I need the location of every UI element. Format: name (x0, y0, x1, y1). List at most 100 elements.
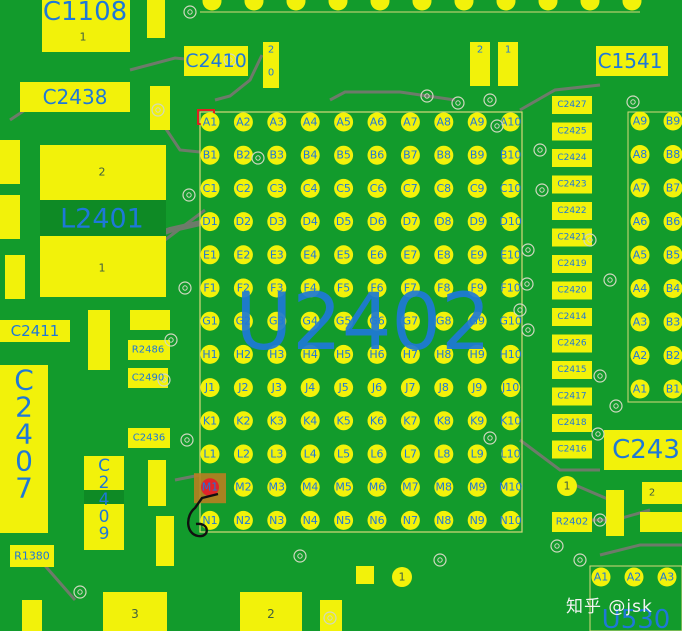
pad-number: 2 (268, 45, 274, 56)
bga-ball (300, 112, 320, 132)
bga-ball-label: M9 (469, 481, 486, 494)
via-hole (595, 431, 601, 437)
trace (519, 83, 601, 112)
bga-ball-label: M5 (335, 481, 352, 494)
bga-ball-label: H4 (303, 348, 318, 361)
side-ball-label: A2 (633, 349, 648, 362)
bga-ball (434, 311, 454, 331)
bga-ball (334, 112, 354, 132)
bga-ball-label: D8 (436, 215, 451, 228)
bga-ball (300, 378, 320, 398)
bga-ball-label: K6 (370, 414, 384, 427)
c2410-label: C2410 (185, 50, 247, 72)
bga-ball-label: K9 (470, 414, 484, 427)
bga-ball (434, 444, 454, 464)
small-pad (88, 310, 110, 370)
bga-ball (467, 477, 487, 497)
c2407-label-char: C (14, 364, 34, 397)
bga-ball-label: B9 (470, 149, 485, 162)
bga-ball (467, 278, 487, 298)
side-ball (630, 245, 650, 265)
bottom-pad-number: 2 (267, 607, 275, 621)
trace (574, 483, 611, 502)
bga-ball-label: D2 (236, 215, 251, 228)
u5302-ball (591, 567, 611, 587)
bga-ball-label: E1 (203, 248, 217, 261)
bga-ball-label: M10 (499, 481, 523, 494)
bga-ball (334, 311, 354, 331)
right-cap-pad (552, 440, 592, 459)
bga-ball-label: L4 (304, 448, 317, 461)
bga-ball-label: L2 (237, 448, 250, 461)
via (182, 188, 196, 202)
bga-ball (334, 510, 354, 530)
bga-ball (300, 477, 320, 497)
bga-ball (434, 245, 454, 265)
r2486-label: R2486 (132, 345, 164, 356)
bga-ball (300, 245, 320, 265)
bga-ball (400, 344, 420, 364)
r1380-label: R1380 (14, 550, 50, 563)
bga-ball (367, 245, 387, 265)
bga-ball (300, 178, 320, 198)
bga-ball-label: J4 (304, 381, 315, 394)
via-hole (184, 437, 190, 443)
bga-ball (233, 477, 253, 497)
right-cap-pad (552, 228, 592, 247)
side-ball-label: A5 (633, 249, 648, 262)
side-ball-label: A3 (633, 316, 648, 329)
pad-number: 0 (268, 68, 274, 79)
via (151, 103, 165, 117)
bga-ball (233, 444, 253, 464)
bga-ball-label: J7 (404, 381, 415, 394)
top-edge-ball (244, 0, 264, 11)
pad-gap (84, 490, 124, 504)
bga-ball-label: G8 (436, 315, 452, 328)
bga-ball (367, 178, 387, 198)
via-hole (630, 99, 636, 105)
l2401-pad-number: 1 (99, 262, 106, 275)
via (73, 585, 87, 599)
bga-ball-label: K3 (270, 414, 284, 427)
side-ball-label: A7 (633, 182, 648, 195)
top-edge-ball (370, 0, 390, 11)
bga-ball-label: H1 (202, 348, 217, 361)
bga-ball (233, 178, 253, 198)
side-ball-label: B7 (666, 182, 681, 195)
bga-ball (334, 344, 354, 364)
via (520, 277, 534, 291)
right-cap-label: C2416 (557, 445, 586, 455)
via-hole (587, 237, 593, 243)
bga-ball-label: H8 (436, 348, 451, 361)
bga-ball (233, 344, 253, 364)
bga-ball-label: L10 (501, 448, 521, 461)
top-edge-ball (202, 0, 222, 11)
bga-ball-label: J1 (204, 381, 215, 394)
bga-ball (267, 178, 287, 198)
bga-ball (400, 212, 420, 232)
bga-ball-label: C2 (236, 182, 251, 195)
bga-ball-label: B2 (236, 149, 251, 162)
via-hole (613, 403, 619, 409)
bga-ball-label: F6 (370, 282, 383, 295)
bga-ball-label: K2 (236, 414, 250, 427)
bga-ball-label: A5 (336, 116, 351, 129)
bga-ball (434, 378, 454, 398)
bga-ball (200, 178, 220, 198)
via-hole (577, 557, 583, 563)
bga-ball (400, 311, 420, 331)
right-cap-pad (552, 308, 592, 326)
bga-ball (334, 477, 354, 497)
bga-ball-label: H7 (403, 348, 418, 361)
top-edge-ball (622, 0, 642, 11)
via-hole (182, 285, 188, 291)
via (164, 333, 178, 347)
bga-ball (501, 245, 521, 265)
side-ball (630, 346, 650, 365)
right-cap-label: C2425 (557, 127, 586, 137)
c1108-label: C1108 (43, 0, 127, 27)
right-cap-pad (552, 122, 592, 141)
via-hole (597, 373, 603, 379)
side-ball (630, 212, 650, 231)
via (180, 433, 194, 447)
